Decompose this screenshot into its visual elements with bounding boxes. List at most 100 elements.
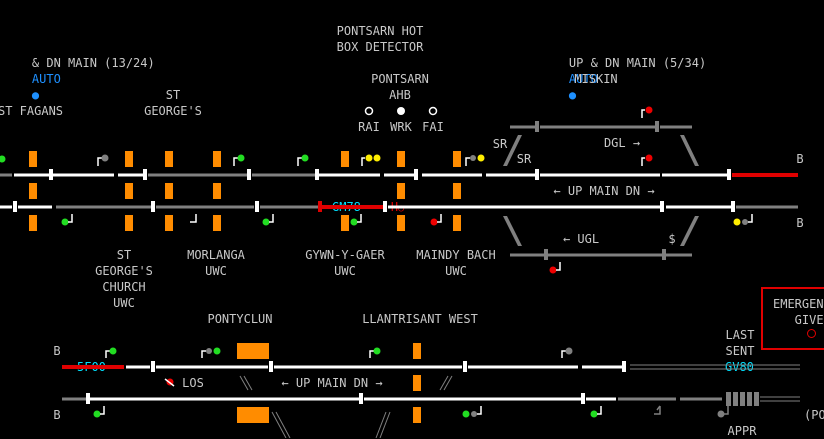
signal-red-icon[interactable] bbox=[549, 262, 561, 274]
barrier[interactable] bbox=[29, 215, 37, 231]
approach-blocks[interactable] bbox=[726, 392, 759, 406]
barrier[interactable] bbox=[125, 151, 133, 167]
track-section[interactable] bbox=[318, 173, 380, 177]
track-section[interactable] bbox=[680, 397, 722, 401]
track-section[interactable] bbox=[274, 365, 462, 369]
signal-red-icon[interactable] bbox=[430, 214, 442, 226]
track-section-occupied[interactable] bbox=[62, 365, 124, 369]
barrier[interactable] bbox=[165, 183, 173, 199]
track-section[interactable] bbox=[540, 173, 660, 177]
track-section[interactable] bbox=[586, 397, 616, 401]
track-section[interactable] bbox=[260, 205, 318, 209]
track-section[interactable] bbox=[56, 205, 152, 209]
barrier[interactable] bbox=[29, 183, 37, 199]
crossover[interactable] bbox=[503, 135, 522, 166]
track-section[interactable] bbox=[364, 397, 582, 401]
signal-red-icon[interactable] bbox=[164, 378, 175, 387]
track-section[interactable] bbox=[540, 125, 656, 129]
barrier[interactable] bbox=[453, 183, 461, 199]
signal-yellow-icon[interactable] bbox=[733, 214, 753, 226]
barrier[interactable] bbox=[165, 151, 173, 167]
track-section[interactable] bbox=[148, 173, 248, 177]
track-section[interactable] bbox=[252, 173, 316, 177]
track-section[interactable] bbox=[662, 173, 728, 177]
track-section[interactable] bbox=[486, 173, 536, 177]
track-section[interactable] bbox=[618, 397, 676, 401]
signal-red-icon[interactable] bbox=[641, 154, 653, 167]
barrier[interactable] bbox=[397, 215, 405, 231]
barrier[interactable] bbox=[453, 215, 461, 231]
signal-green-icon[interactable] bbox=[61, 214, 73, 226]
signal-grey-icon[interactable] bbox=[717, 406, 729, 418]
track-section[interactable] bbox=[582, 365, 624, 369]
signal-grey-icon[interactable] bbox=[190, 214, 197, 223]
crossover[interactable] bbox=[503, 216, 522, 246]
barrier[interactable] bbox=[29, 151, 37, 167]
crossover[interactable] bbox=[680, 216, 699, 246]
track-section-occupied[interactable] bbox=[318, 205, 384, 209]
track-section[interactable] bbox=[736, 205, 798, 209]
track-section[interactable] bbox=[468, 365, 578, 369]
track-section[interactable] bbox=[666, 205, 732, 209]
track-section[interactable] bbox=[18, 205, 52, 209]
track-section[interactable] bbox=[156, 365, 268, 369]
track-section[interactable] bbox=[156, 205, 254, 209]
barrier[interactable] bbox=[453, 151, 461, 167]
barrier[interactable] bbox=[413, 375, 421, 391]
track-section[interactable] bbox=[126, 365, 150, 369]
barrier[interactable] bbox=[125, 183, 133, 199]
fai-lamp-icon[interactable] bbox=[428, 106, 438, 116]
barrier[interactable] bbox=[213, 215, 221, 231]
track-section[interactable] bbox=[118, 173, 144, 177]
crossover[interactable] bbox=[680, 135, 699, 166]
track-section[interactable] bbox=[510, 125, 536, 129]
track-section-occupied[interactable] bbox=[732, 173, 798, 177]
signal-red-icon[interactable] bbox=[641, 106, 653, 119]
barrier[interactable] bbox=[397, 151, 405, 167]
track-section[interactable] bbox=[62, 397, 86, 401]
barrier[interactable] bbox=[125, 215, 133, 231]
barrier[interactable] bbox=[341, 215, 349, 231]
signal-grey-icon[interactable] bbox=[561, 347, 573, 359]
barrier[interactable] bbox=[413, 407, 421, 423]
signal-green-icon[interactable] bbox=[590, 406, 602, 418]
track-section[interactable] bbox=[0, 205, 12, 209]
train-headcode-gv80[interactable]: GV80 bbox=[724, 360, 755, 374]
track-section[interactable] bbox=[510, 253, 544, 257]
signal-green-icon[interactable] bbox=[233, 154, 245, 167]
signal-green-icon[interactable] bbox=[201, 347, 221, 359]
barrier[interactable] bbox=[341, 151, 349, 167]
track-section[interactable] bbox=[666, 253, 692, 257]
signal-green-icon[interactable] bbox=[297, 154, 309, 167]
track-section[interactable] bbox=[0, 173, 12, 177]
emergency-box[interactable]: EMERGEN GIVE bbox=[761, 287, 824, 350]
barrier[interactable] bbox=[165, 215, 173, 231]
wrk-lamp-icon[interactable] bbox=[397, 107, 405, 115]
track-section[interactable] bbox=[422, 173, 482, 177]
barrier[interactable] bbox=[237, 407, 269, 423]
signal-yellow-icon[interactable] bbox=[465, 154, 485, 167]
track-section[interactable] bbox=[660, 125, 692, 129]
auto-indicator-left[interactable]: AUTO bbox=[31, 72, 61, 86]
signal-green-icon[interactable] bbox=[105, 347, 117, 359]
signal-green-icon[interactable] bbox=[462, 406, 482, 418]
track-section[interactable] bbox=[384, 173, 416, 177]
signal-green-icon[interactable] bbox=[262, 214, 274, 226]
signal-double-yellow-icon[interactable] bbox=[361, 154, 381, 167]
signal-green-icon[interactable] bbox=[369, 347, 381, 359]
signal-grey-icon[interactable] bbox=[97, 154, 109, 167]
track-section[interactable] bbox=[388, 205, 660, 209]
track-section[interactable] bbox=[548, 253, 662, 257]
barrier[interactable] bbox=[213, 151, 221, 167]
barrier[interactable] bbox=[237, 343, 269, 359]
auto-indicator-right[interactable]: AUTO bbox=[568, 72, 598, 86]
barrier[interactable] bbox=[413, 343, 421, 359]
signal-green-icon[interactable] bbox=[93, 406, 105, 418]
signal-green-icon[interactable] bbox=[350, 214, 362, 226]
signal-green-icon[interactable] bbox=[0, 155, 6, 163]
track-section[interactable] bbox=[14, 173, 114, 177]
signal-grey-icon[interactable] bbox=[654, 405, 661, 415]
barrier[interactable] bbox=[397, 183, 405, 199]
rai-lamp-icon[interactable] bbox=[364, 106, 374, 116]
track-section[interactable] bbox=[90, 397, 360, 401]
